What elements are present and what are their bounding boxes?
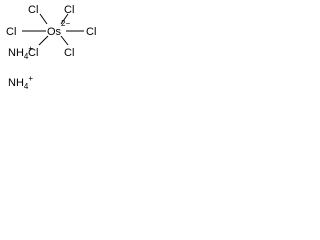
counterion-1: NH4+ xyxy=(8,44,33,61)
central-atom-charge: 2− xyxy=(61,19,70,28)
counterion-1-symbol: NH xyxy=(8,47,24,59)
bond-cl-bottom-left xyxy=(38,35,49,46)
central-atom-os: Os xyxy=(47,26,62,38)
ammonium-hexachloroosmate-structure: Cl Cl Cl Cl Cl Cl Os 2− NH4+ NH4+ xyxy=(6,4,96,91)
counterion-2-charge: + xyxy=(28,74,33,83)
bond-cl-top-right xyxy=(60,13,69,25)
ligand-cl-left: Cl xyxy=(6,26,16,38)
counterion-1-charge: + xyxy=(28,44,33,53)
ligand-cl-bottom-right: Cl xyxy=(64,47,74,59)
ligand-cl-top-left: Cl xyxy=(28,4,38,16)
ligand-cl-right: Cl xyxy=(86,26,96,38)
ligand-cl-bottom-left: Cl xyxy=(28,47,38,59)
bond-cl-top-left xyxy=(39,13,48,25)
counterion-2-symbol: NH xyxy=(8,77,24,89)
ligand-cl-top-right: Cl xyxy=(64,4,74,16)
bond-cl-bottom-right xyxy=(60,35,69,46)
structure-canvas: Cl Cl Cl Cl Cl Cl Os 2− NH4+ NH4+ xyxy=(0,0,104,120)
counterion-1-subscript: 4 xyxy=(24,52,29,61)
counterion-2-subscript: 4 xyxy=(24,82,29,91)
counterion-2: NH4+ xyxy=(8,74,33,91)
